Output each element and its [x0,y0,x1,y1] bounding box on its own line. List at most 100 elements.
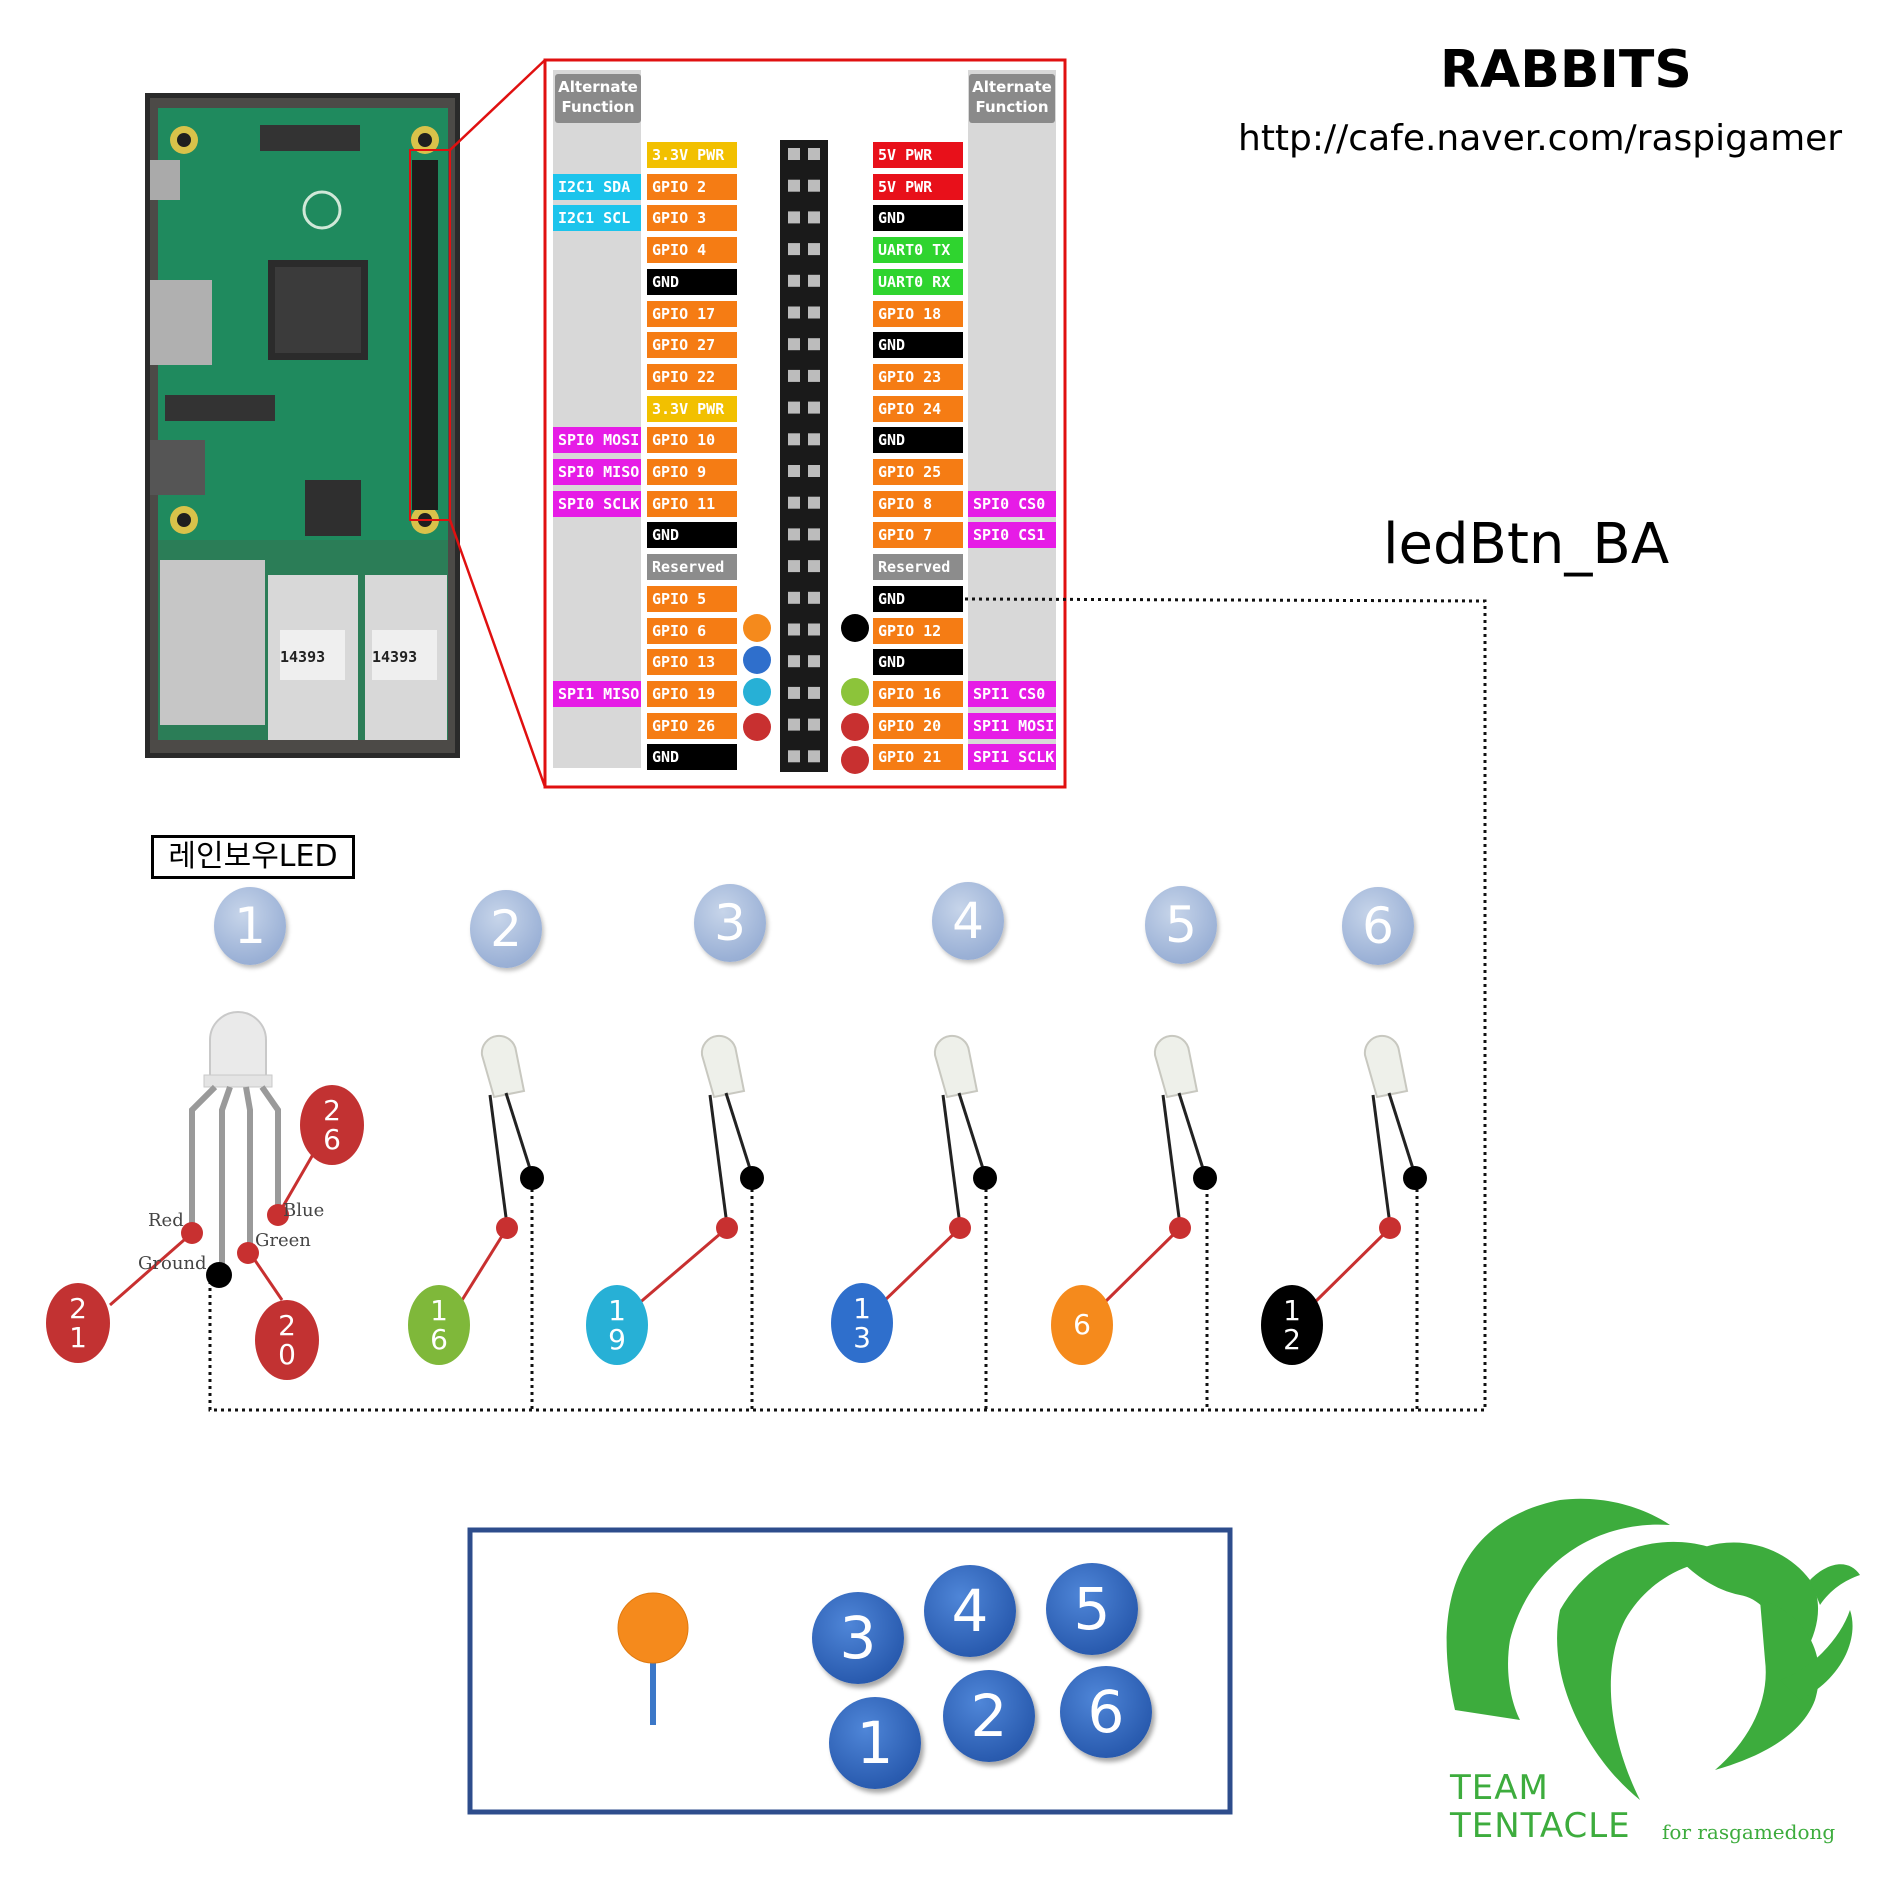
panel-button-4[interactable]: 4 [924,1565,1016,1657]
left-pin-label: GPIO 13 [647,649,737,676]
left-pin-label: GPIO 4 [647,237,737,264]
right-pin-label: 5V PWR [873,173,963,200]
rgb-red-gpio-badge: 2 1 [46,1283,110,1363]
left-pin-label: GPIO 6 [647,617,737,644]
header-pin [788,528,800,541]
left-pin-label: GND [647,744,737,771]
left-alt-function-label: SPI1 MISO [553,680,641,707]
right-alt-function-label: SPI1 CS0 [968,680,1056,707]
left-pin-label: GPIO 5 [647,585,737,612]
header-pin [788,496,800,509]
led-4-gpio-badge: 1 3 [831,1283,893,1363]
header-pin [788,148,800,160]
zoom-highlight [409,149,451,521]
header-pin [808,528,820,541]
right-pin-label: UART0 RX [873,268,963,295]
rgb-red-pin-label: Red [148,1210,184,1231]
panel-button-3[interactable]: 3 [812,1592,904,1684]
right-pin-label: GPIO 23 [873,363,963,390]
led-6-gpio-badge: 1 2 [1261,1285,1323,1365]
led-number-3: 3 [694,884,766,962]
header-pin [808,560,820,573]
header-pin [788,718,800,731]
left-pin-label: 3.3V PWR [647,395,737,422]
header-strip [780,140,828,772]
left-pin-label: GPIO 17 [647,300,737,327]
zoom-line-top [449,59,546,151]
header-pin [808,433,820,446]
header-pin [808,655,820,668]
header-pin [788,211,800,224]
header-pin [788,401,800,414]
panel-button-1[interactable]: 1 [829,1697,921,1789]
header-pin [808,750,820,763]
header-pin [808,623,820,636]
led-5 [1100,1034,1217,1307]
left-pin-label: GPIO 26 [647,712,737,739]
right-pin-label: Reserved [873,554,963,581]
panel-button-5[interactable]: 5 [1046,1563,1138,1655]
right-pin-label: GPIO 16 [873,680,963,707]
left-pin-label: GPIO 3 [647,205,737,232]
header-pin [808,591,820,604]
led-5-gpio-badge: 6 [1051,1285,1113,1365]
rgb-ground-pin-label: Ground [138,1253,207,1274]
led-2 [457,1034,544,1306]
led-number-4: 4 [932,882,1004,960]
right-alt-function-label: SPI1 SCLK [968,744,1056,771]
led-number-2: 2 [470,890,542,968]
right-pin-label: GPIO 18 [873,300,963,327]
rgb-green-pin-label: Green [255,1230,311,1251]
header-pin [808,369,820,382]
led-4 [880,1034,997,1305]
chip-mark-1: 14393 [280,648,326,666]
left-alt-function-label: I2C1 SCL [553,205,641,232]
left-pin-label: GND [647,522,737,549]
zoom-line-bottom [448,519,547,788]
header-pin [788,623,800,636]
header-pin [808,243,820,256]
header-pin [808,148,820,160]
header-pin [788,306,800,319]
header-pin [788,274,800,287]
header-pin [788,750,800,763]
left-alt-function-label: SPI0 MISO [553,459,641,485]
right-pin-label: GND [873,332,963,359]
left-pin-label: GPIO 11 [647,490,737,517]
button-group-label: ledBtn_BA [1383,512,1670,577]
led-number-6: 6 [1342,887,1414,965]
left-pin-label: GPIO 27 [647,332,737,359]
header-pin [808,496,820,509]
logo-team-text: TEAM [1450,1768,1549,1808]
right-pin-label: GND [873,585,963,612]
right-alt-function-header: Alternate Function [969,74,1055,123]
header-pin [808,211,820,224]
header-pin [788,433,800,446]
rgb-green-gpio-badge: 2 0 [255,1300,319,1380]
rgb-blue-pin-label: Blue [283,1200,325,1221]
header-pin [788,179,800,192]
left-pin-label: GPIO 22 [647,363,737,390]
right-pin-label: GPIO 25 [873,459,963,485]
right-pin-label: GPIO 21 [873,744,963,771]
joystick-ball [617,1592,689,1664]
left-pin-label: Reserved [647,554,737,581]
header-pin [788,338,800,351]
left-alt-function-label: SPI0 SCLK [553,490,641,517]
right-alt-function-label: SPI0 CS1 [968,522,1056,549]
header-pin [788,243,800,256]
header-pin [788,560,800,573]
header-pin [808,401,820,414]
cafe-url-link[interactable]: http://cafe.naver.com/raspigamer [1238,118,1843,159]
header-pin [808,179,820,192]
left-alt-function-label: SPI0 MOSI [553,427,641,454]
led-3-gpio-badge: 1 9 [586,1285,648,1365]
header-pin [788,369,800,382]
right-pin-label: GPIO 8 [873,490,963,517]
right-pin-label: GPIO 7 [873,522,963,549]
header-pin [808,465,820,477]
right-pin-label: GPIO 12 [873,617,963,644]
led-6 [1310,1034,1427,1307]
panel-button-2[interactable]: 2 [943,1670,1035,1762]
panel-button-6[interactable]: 6 [1060,1666,1152,1758]
